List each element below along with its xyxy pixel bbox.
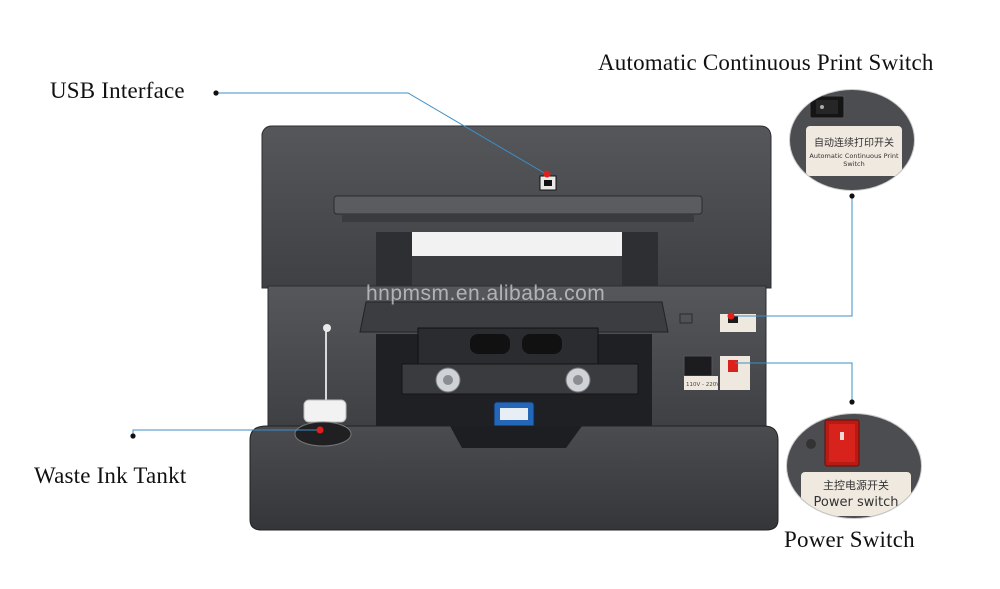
auto-switch-en-text: Automatic Continuous Print Switch: [809, 152, 899, 168]
red-markers: [316, 170, 736, 434]
power-switch-closeup: 主控电源开关 Power switch: [787, 414, 921, 518]
print-head-rail: [333, 195, 703, 215]
power-switch-cn-text: 主控电源开关: [823, 479, 889, 492]
power-switch-en-text: Power switch: [813, 495, 899, 510]
waste-ink-bottle: [294, 421, 352, 447]
voltage-label: 110V - 220V: [686, 382, 720, 388]
auto-switch-closeup: 自动连续打印开关 Automatic Continuous Print Swit…: [790, 90, 914, 190]
printer-base: [249, 425, 779, 531]
usb-interface-label: USB Interface: [50, 78, 185, 103]
auto-switch-cn-text: 自动连续打印开关: [814, 138, 894, 149]
waste-ink-tank-label: Waste Ink Tankt: [34, 463, 187, 488]
print-platform: [359, 301, 669, 333]
leader-dots: [130, 90, 855, 439]
power-rocker-icon: [806, 419, 860, 467]
rocker-switch-icon: [809, 95, 845, 119]
power-inlet: [683, 355, 713, 377]
waste-ink-bottle-cap: [303, 399, 347, 423]
leader-lines: [132, 92, 853, 435]
auto-continuous-print-switch-label: Automatic Continuous Print Switch: [598, 50, 934, 75]
watermark: hnpmsm.en.alibaba.com: [366, 282, 606, 305]
power-switch-label: Power Switch: [784, 527, 915, 552]
